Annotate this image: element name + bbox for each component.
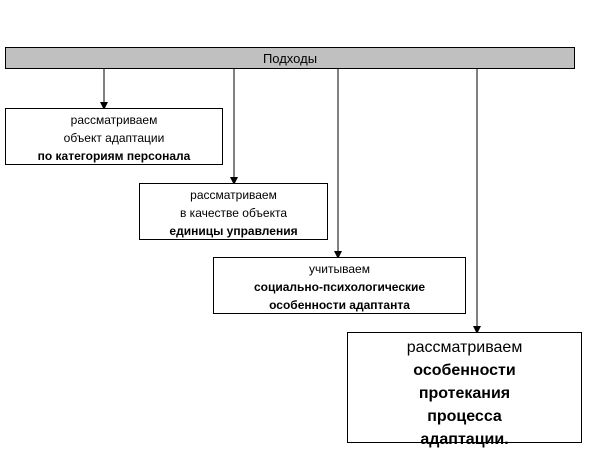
header-label: Подходы [262,50,318,66]
box-1-bold: по категориям персонала [37,149,191,163]
box-4-bold-4: адаптации. [420,431,509,448]
header-approaches: Подходы [5,47,575,69]
approach-box-management-unit: рассматриваем в качестве объекта единицы… [139,183,328,240]
approach-box-adaptation-process: рассматриваем особенности протекания про… [347,332,582,448]
approach-box-socio-psychological: учитываем социально-психологические особ… [213,257,466,314]
box-4-line-1: рассматриваем [406,339,523,356]
box-1-line-2: объект адаптации [63,131,165,145]
box-3-bold-2: особенности адаптанта [269,298,410,312]
box-4-bold-1: особенности [413,362,516,379]
box-3-bold-1: социально-психологические [253,280,426,294]
box-4-bold-2: протекания [418,385,511,402]
box-3-line-1: учитываем [309,262,370,276]
box-2-line-2: в качестве объекта [179,206,288,220]
box-2-line-1: рассматриваем [190,188,277,202]
box-1-line-1: рассматриваем [70,113,158,127]
box-4-bold-3: процесса [427,408,502,425]
box-2-bold: единицы управления [169,224,298,238]
approach-box-personnel-categories: рассматриваем объект адаптации по катего… [5,108,223,165]
